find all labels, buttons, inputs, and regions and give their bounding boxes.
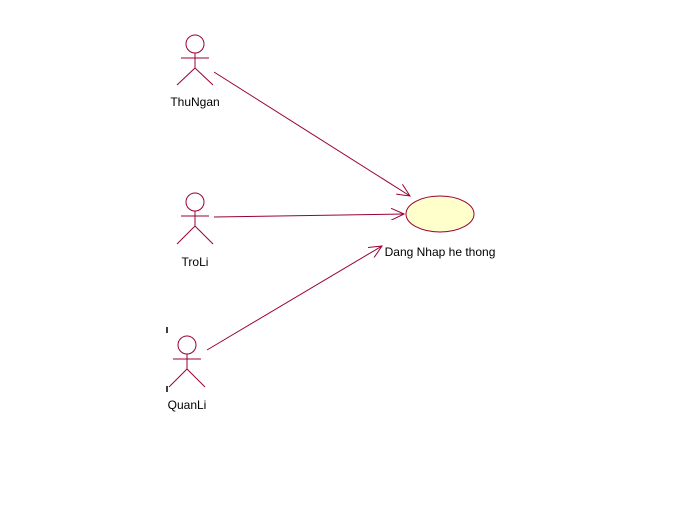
use-case-label: Dang Nhap he thong — [385, 245, 496, 259]
association-thungan-to-dang-nhap[interactable] — [213, 71, 410, 196]
association-quanli-to-dang-nhap[interactable] — [206, 246, 382, 351]
stick-figure-icon — [176, 192, 214, 245]
actor-label: TroLi — [182, 255, 209, 269]
use-case-ellipse — [405, 195, 475, 233]
actor-troli[interactable]: TroLi — [176, 192, 214, 269]
actor-quanli[interactable]: QuanLi — [166, 327, 207, 412]
actor-thungan[interactable]: ThuNgan — [170, 34, 220, 109]
stick-figure-icon — [168, 335, 206, 388]
use-case-dang-nhap[interactable]: Dang Nhap he thong — [385, 195, 496, 259]
actor-label: QuanLi — [168, 398, 207, 412]
actor-label: ThuNgan — [170, 95, 219, 109]
stick-figure-icon — [176, 34, 214, 86]
associations — [206, 71, 410, 351]
association-troli-to-dang-nhap[interactable] — [213, 214, 404, 217]
